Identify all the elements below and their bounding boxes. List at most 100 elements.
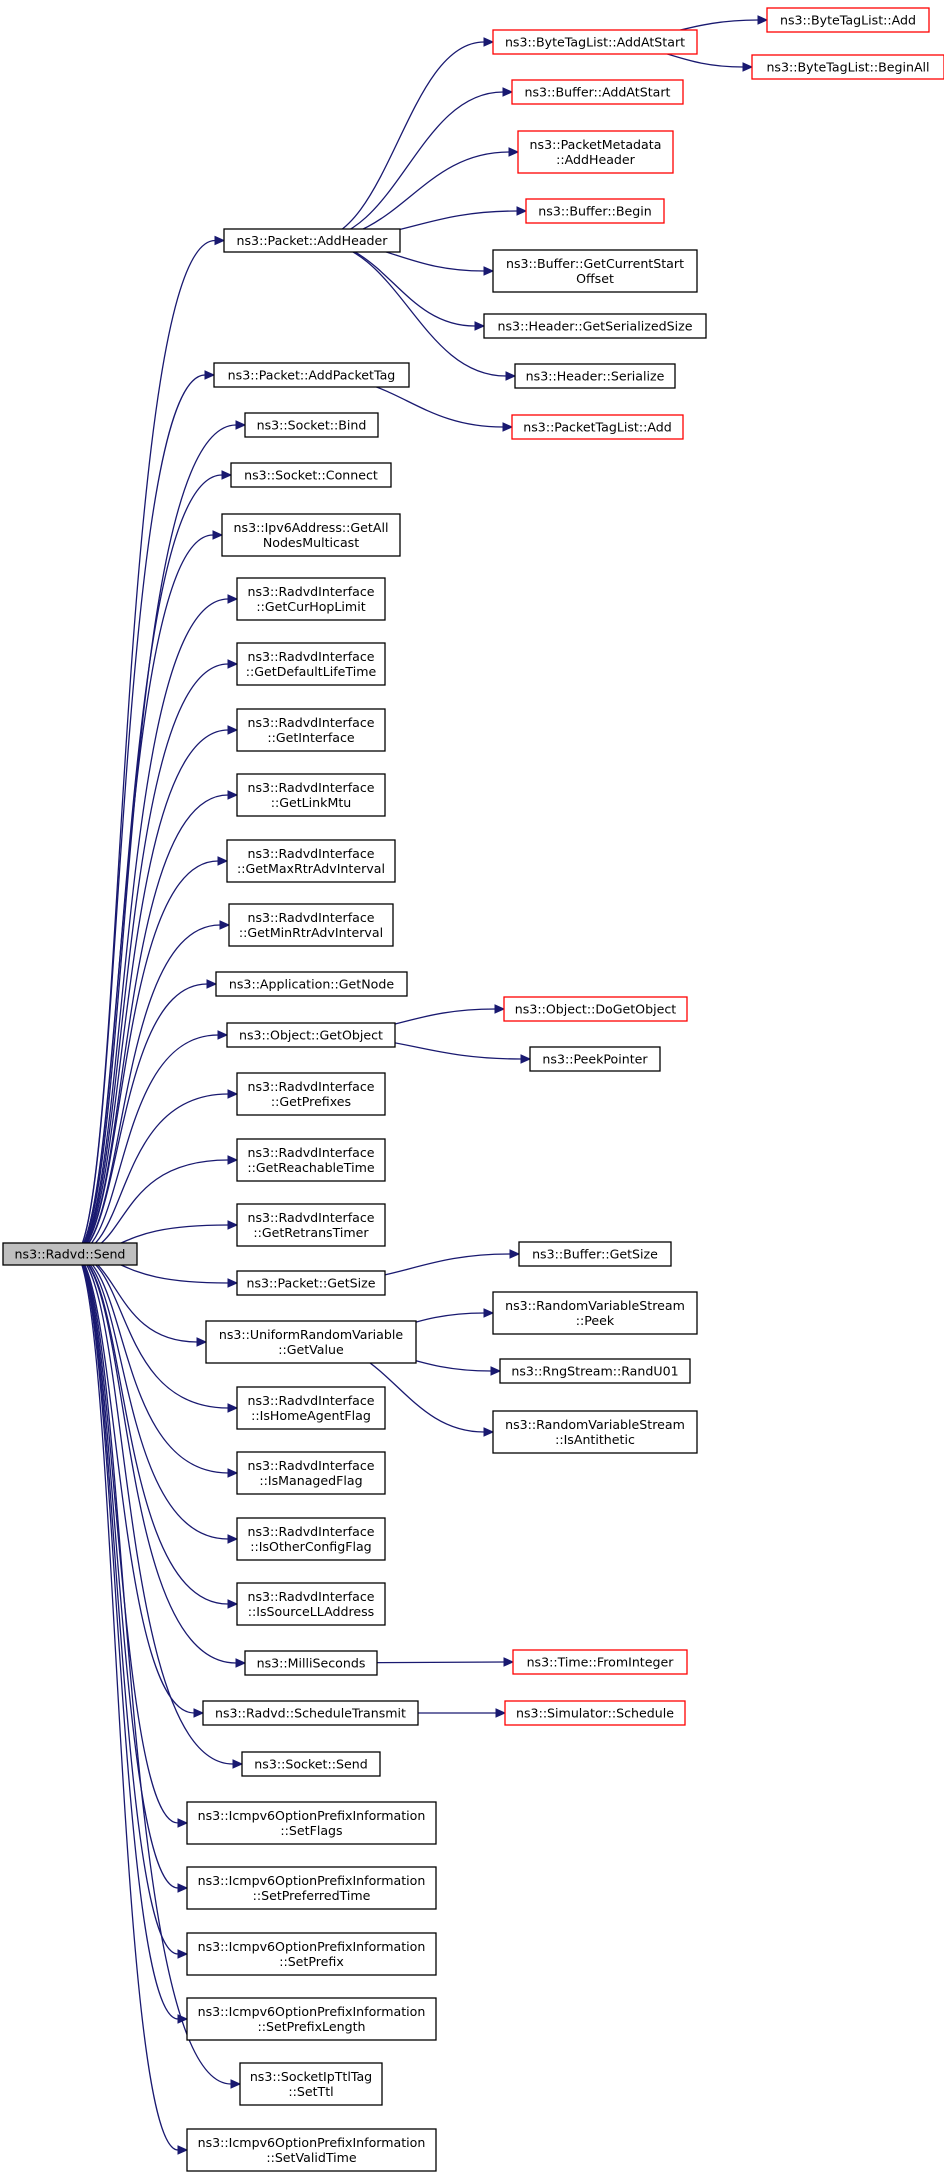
node-simSched[interactable]: ns3::Simulator::Schedule — [504, 1700, 686, 1726]
node-label: ns3::RadvdInterface — [247, 1210, 374, 1225]
node-isAnti[interactable]: ns3::RandomVariableStream::IsAntithetic — [492, 1410, 698, 1454]
arrowhead-icon — [227, 725, 239, 735]
arrowhead-icon — [494, 1004, 506, 1014]
node-retrans[interactable]: ns3::RadvdInterface::GetRetransTimer — [236, 1203, 386, 1247]
node-box — [236, 1451, 386, 1495]
node-btlBeginAll[interactable]: ns3::ByteTagList::BeginAll — [751, 54, 944, 80]
node-peekPtr[interactable]: ns3::PeekPointer — [529, 1046, 661, 1072]
node-box — [236, 642, 386, 686]
node-socketConnect[interactable]: ns3::Socket::Connect — [230, 462, 392, 488]
node-bufBegin[interactable]: ns3::Buffer::Begin — [525, 198, 665, 224]
node-linkMtu[interactable]: ns3::RadvdInterface::GetLinkMtu — [236, 773, 386, 817]
node-label: ns3::RandomVariableStream — [505, 1417, 685, 1432]
arrowhead-icon — [177, 1949, 189, 1959]
node-prefixes[interactable]: ns3::RadvdInterface::GetPrefixes — [236, 1072, 386, 1116]
node-milli[interactable]: ns3::MilliSeconds — [244, 1650, 378, 1676]
node-fromInt[interactable]: ns3::Time::FromInteger — [512, 1649, 688, 1675]
node-managed[interactable]: ns3::RadvdInterface::IsManagedFlag — [236, 1451, 386, 1495]
node-label: ::IsAntithetic — [555, 1432, 635, 1447]
arrowhead-icon — [227, 1468, 239, 1478]
node-socketBind[interactable]: ns3::Socket::Bind — [244, 412, 379, 438]
edge-send-to-schedTx — [76, 1253, 205, 1718]
node-addPacketTag[interactable]: ns3::Packet::AddPacketTag — [213, 362, 410, 388]
node-srcLL[interactable]: ns3::RadvdInterface::IsSourceLLAddress — [236, 1582, 386, 1626]
node-box — [529, 1046, 661, 1072]
edge-send-to-otherCfg — [76, 1253, 239, 1544]
node-randU01[interactable]: ns3::RngStream::RandU01 — [499, 1358, 691, 1384]
node-label: ns3::RandomVariableStream — [505, 1298, 685, 1313]
node-addHeader[interactable]: ns3::Packet::AddHeader — [223, 228, 401, 253]
arrowhead-icon — [227, 1278, 239, 1288]
node-setFlags[interactable]: ns3::Icmpv6OptionPrefixInformation::SetF… — [186, 1801, 437, 1845]
edge-send-to-curHop — [76, 594, 239, 1255]
node-maxRtr[interactable]: ns3::RadvdInterface::GetMaxRtrAdvInterva… — [226, 839, 396, 883]
arrowhead-icon — [177, 2145, 189, 2155]
arrowhead-icon — [177, 1883, 189, 1893]
edge-line — [76, 1253, 229, 1474]
edge-line — [76, 374, 206, 1255]
node-box — [236, 1270, 386, 1296]
arrowhead-icon — [520, 1054, 532, 1064]
node-send[interactable]: ns3::Radvd::Send — [2, 1242, 138, 1266]
edge-line — [76, 1253, 229, 1605]
node-defLife[interactable]: ns3::RadvdInterface::GetDefaultLifeTime — [236, 642, 386, 686]
node-setPrefLen[interactable]: ns3::Icmpv6OptionPrefixInformation::SetP… — [186, 1997, 437, 2041]
edge-line — [76, 1253, 179, 1889]
node-label: ns3::Buffer::Begin — [538, 204, 651, 219]
node-label: ns3::RadvdInterface — [247, 1079, 374, 1094]
node-label: ns3::Header::Serialize — [526, 369, 665, 384]
edge-line — [76, 598, 229, 1255]
arrowhead-icon — [177, 1818, 189, 1828]
node-label: ::Peek — [576, 1313, 615, 1328]
node-setPrefix[interactable]: ns3::Icmpv6OptionPrefixInformation::SetP… — [186, 1932, 437, 1976]
node-setPref[interactable]: ns3::Icmpv6OptionPrefixInformation::SetP… — [186, 1866, 437, 1910]
node-getObject[interactable]: ns3::Object::GetObject — [226, 1022, 396, 1048]
node-box — [186, 1932, 437, 1976]
node-minRtr[interactable]: ns3::RadvdInterface::GetMinRtrAdvInterva… — [228, 903, 394, 947]
node-hdrSerialize[interactable]: ns3::Header::Serialize — [514, 363, 676, 389]
node-setValid[interactable]: ns3::Icmpv6OptionPrefixInformation::SetV… — [186, 2128, 437, 2172]
node-btlAddAtStart[interactable]: ns3::ByteTagList::AddAtStart — [492, 29, 698, 55]
node-box — [236, 773, 386, 817]
node-setTtl[interactable]: ns3::SocketIpTtlTag::SetTtl — [239, 2062, 383, 2106]
node-bufGetSize[interactable]: ns3::Buffer::GetSize — [518, 1241, 672, 1267]
node-btlAdd[interactable]: ns3::ByteTagList::Add — [766, 7, 930, 33]
node-schedTx[interactable]: ns3::Radvd::ScheduleTransmit — [202, 1700, 419, 1726]
node-label: ::IsOtherConfigFlag — [250, 1539, 371, 1554]
node-sockSend[interactable]: ns3::Socket::Send — [241, 1751, 381, 1777]
node-label: ::AddHeader — [556, 152, 636, 167]
node-hdrSerSize[interactable]: ns3::Header::GetSerializedSize — [483, 313, 707, 339]
edge-line — [76, 1253, 179, 2151]
node-box — [751, 54, 944, 80]
node-bufAddAtStart[interactable]: ns3::Buffer::AddAtStart — [511, 79, 684, 105]
node-rvsPeek[interactable]: ns3::RandomVariableStream::Peek — [492, 1291, 698, 1335]
node-label: ns3::UniformRandomVariable — [219, 1327, 403, 1342]
arrowhead-icon — [483, 1308, 495, 1318]
node-label: ::GetDefaultLifeTime — [246, 664, 377, 679]
node-box — [226, 839, 396, 883]
node-label: ns3::ByteTagList::BeginAll — [766, 60, 929, 75]
node-curHop[interactable]: ns3::RadvdInterface::GetCurHopLimit — [236, 577, 386, 621]
node-ptlAdd[interactable]: ns3::PacketTagList::Add — [511, 414, 684, 440]
node-box — [205, 1320, 417, 1364]
edge-line — [76, 534, 214, 1255]
node-doGetObject[interactable]: ns3::Object::DoGetObject — [503, 996, 688, 1022]
node-otherCfg[interactable]: ns3::RadvdInterface::IsOtherConfigFlag — [236, 1517, 386, 1561]
edge-send-to-sockSend — [76, 1253, 244, 1769]
node-label: ns3::PeekPointer — [542, 1052, 648, 1067]
node-getIf[interactable]: ns3::RadvdInterface::GetInterface — [236, 708, 386, 752]
node-urvGet[interactable]: ns3::UniformRandomVariable::GetValue — [205, 1320, 417, 1364]
edge-send-to-getObject — [76, 1030, 229, 1255]
node-pmAddHeader[interactable]: ns3::PacketMetadata::AddHeader — [517, 130, 674, 174]
node-homeAgent[interactable]: ns3::RadvdInterface::IsHomeAgentFlag — [236, 1386, 386, 1430]
node-reachable[interactable]: ns3::RadvdInterface::GetReachableTime — [236, 1138, 386, 1182]
node-pktSize[interactable]: ns3::Packet::GetSize — [236, 1270, 386, 1296]
node-appNode[interactable]: ns3::Application::GetNode — [215, 971, 408, 997]
node-box — [517, 130, 674, 174]
arrowhead-icon — [483, 266, 495, 276]
node-box — [512, 1649, 688, 1675]
node-label: ns3::Icmpv6OptionPrefixInformation — [198, 1808, 426, 1823]
